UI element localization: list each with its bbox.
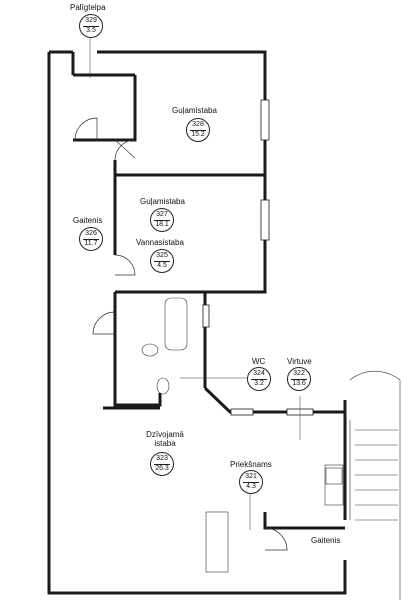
room-number-vann: 325 <box>156 252 168 259</box>
window-1 <box>260 99 270 141</box>
room-tag-prie: 321 4.3 <box>239 470 263 494</box>
stair-steps <box>355 429 398 521</box>
room-name-gul2: Guļamistaba <box>140 197 185 206</box>
door-vann <box>92 311 116 335</box>
room-tag-dziv: 323 26.3 <box>150 452 174 476</box>
room-tag-palig: 329 3.5 <box>79 14 103 38</box>
room-tag-virt: 322 13.6 <box>287 367 311 391</box>
room-number-dziv: 323 <box>156 455 168 462</box>
room-name-prie: Priekšnams <box>230 460 272 469</box>
walls <box>47 50 347 595</box>
doors <box>74 117 288 551</box>
shelf <box>205 511 229 573</box>
tag-divider <box>83 238 99 240</box>
stove <box>325 467 343 485</box>
tag-divider <box>243 481 259 483</box>
room-number-palig: 329 <box>85 17 97 24</box>
toilet <box>156 377 170 395</box>
tag-divider <box>154 260 170 262</box>
room-tag-gul1: 328 15.2 <box>186 118 210 142</box>
bathtub <box>164 297 188 351</box>
room-area-gul1: 15.2 <box>191 131 205 138</box>
outer-wall-right <box>322 400 347 595</box>
tag-divider <box>154 463 170 465</box>
tag-divider <box>291 378 307 380</box>
room-area-palig: 3.5 <box>86 27 96 34</box>
room-tag-gul2: 327 18.1 <box>150 208 174 232</box>
room-name-gait1: Gaitenis <box>73 216 103 225</box>
room-area-wc: 3.2 <box>254 380 264 387</box>
outer-wall-left <box>47 52 322 595</box>
room-tag-gait1: 326 11.7 <box>79 227 103 251</box>
room-number-gul1: 328 <box>192 121 204 128</box>
door-gul1 <box>114 139 136 161</box>
room-name-vann: Vannasistaba <box>136 238 184 247</box>
fixtures <box>141 297 344 573</box>
room-area-dziv: 26.3 <box>155 465 169 472</box>
room-area-gait1: 11.7 <box>84 240 98 247</box>
tag-divider <box>154 219 170 221</box>
room-number-gul2: 327 <box>156 211 168 218</box>
bay-wall <box>203 386 345 414</box>
window-5 <box>230 408 254 416</box>
tag-divider <box>251 378 267 380</box>
room-name-gait2: Gaitenis <box>311 536 341 545</box>
door-palig <box>74 117 98 141</box>
staircase <box>349 371 401 600</box>
tag-divider <box>190 129 206 131</box>
door-prie <box>264 527 288 551</box>
window-2 <box>260 199 270 241</box>
room-number-virt: 322 <box>293 370 305 377</box>
room-area-prie: 4.3 <box>246 483 256 490</box>
room-number-prie: 321 <box>245 473 257 480</box>
kitchen-counter <box>324 464 344 506</box>
room-number-wc: 324 <box>253 370 265 377</box>
sink <box>141 343 159 357</box>
corridor-wall-upper <box>71 52 137 142</box>
room-number-gait1: 326 <box>85 230 97 237</box>
room-name-virt: Virtuve <box>287 357 312 366</box>
window-3 <box>202 304 210 328</box>
tag-divider <box>83 25 99 27</box>
hall-wall <box>263 512 345 530</box>
room-tag-vann: 325 4.5 <box>150 249 174 273</box>
room-area-vann: 4.5 <box>157 262 167 269</box>
room-area-gul2: 18.1 <box>155 221 169 228</box>
room-tag-wc: 324 3.2 <box>247 367 271 391</box>
room-name-wc: WC <box>252 357 266 366</box>
room-name-gul1: Guļamistaba <box>172 106 217 115</box>
room-name-palig: Palīgtelpa <box>70 3 106 12</box>
room-name-dziv: Dzīvojamā istaba <box>146 430 184 448</box>
door-gul2 <box>114 254 136 276</box>
corridor-wall-right <box>113 160 162 407</box>
stair-outline <box>349 371 401 600</box>
room-area-virt: 13.6 <box>292 380 306 387</box>
leaders <box>89 36 301 530</box>
